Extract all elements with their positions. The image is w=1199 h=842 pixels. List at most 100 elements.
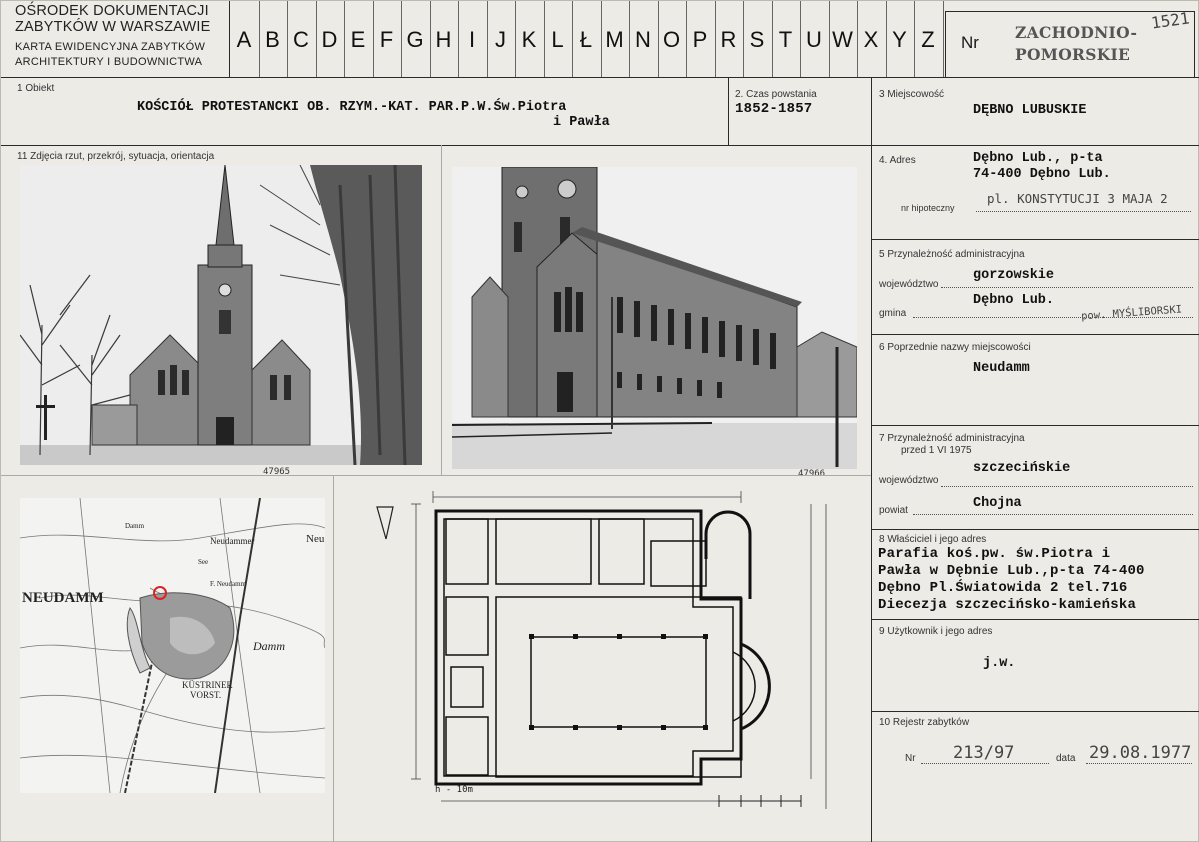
alphabet-divider <box>629 1 630 77</box>
alphabet-letter: M <box>605 27 624 52</box>
mortgage-value: pl. KONSTYTUCJI 3 MAJA 2 <box>987 191 1168 206</box>
alphabet-letter: F <box>379 27 394 52</box>
voivodeship-value: gorzowskie <box>973 268 1055 283</box>
map-label-kustriner: KÜSTRINER <box>182 680 233 690</box>
location-map: NEUDAMM Neudammer Neu Damm KÜSTRINER VOR… <box>20 498 325 793</box>
user-label: 9 Użytkownik i jego adres <box>879 626 993 637</box>
alphabet-letter: G <box>406 27 424 52</box>
alphabet-letter: I <box>468 27 476 52</box>
alphabet-divider <box>401 1 402 77</box>
previous-names-label: 6 Poprzednie nazwy miejscowości <box>879 342 1031 353</box>
powiat-note: pow. MYŚLIBORSKI <box>1080 303 1183 323</box>
map-label-vorst: VORST. <box>190 690 221 700</box>
card-type-line1: KARTA EWIDENCYJNA ZABYTKÓW <box>15 41 206 53</box>
owner-line3: Dębno Pl.Światowida 2 tel.716 <box>878 580 1128 596</box>
card-number: 1521 <box>1149 8 1191 33</box>
alphabet-divider <box>942 1 944 77</box>
photo2-id: 47966 <box>798 469 826 479</box>
alphabet-divider <box>258 1 260 77</box>
admin-label: 5 Przynależność administracyjna <box>879 249 1025 260</box>
alphabet-divider <box>771 1 773 77</box>
owner-line2: Pawła w Dębnie Lub.,p-ta 74-400 <box>878 563 1145 579</box>
alphabet-letter: S <box>749 27 765 52</box>
alphabet-divider <box>429 1 431 77</box>
alphabet-letter: Ł <box>579 27 593 52</box>
alphabet-letter: D <box>321 27 338 52</box>
alphabet-divider <box>486 1 488 77</box>
register-date-value: 29.08.1977 <box>1089 743 1192 763</box>
address-line2: 74-400 Dębno Lub. <box>973 167 1111 182</box>
powiat-value: Chojna <box>973 496 1022 511</box>
alphabet-divider <box>714 1 716 77</box>
voivodeship-label: województwo <box>879 279 939 290</box>
alphabet-divider <box>315 1 317 77</box>
photos-label: 11 Zdjęcia rzut, przekrój, sytuacja, ori… <box>17 151 215 162</box>
nr-label: Nr <box>961 33 979 52</box>
church-photo-side <box>452 167 857 469</box>
alphabet-divider <box>828 1 830 77</box>
alphabet-divider <box>543 1 545 77</box>
voivodeship-before-value: szczecińskie <box>973 461 1071 476</box>
alphabet-letter: U <box>806 27 822 52</box>
alphabet-divider <box>572 1 573 77</box>
alphabet-divider <box>344 1 345 77</box>
admin-before-label2: przed 1 VI 1975 <box>901 445 972 456</box>
alphabet-letter: L <box>551 27 564 52</box>
alphabet-divider <box>372 1 374 77</box>
register-label: 10 Rejestr zabytków <box>879 717 970 728</box>
alphabet-letter: O <box>662 27 681 52</box>
user-value: j.w. <box>983 656 1016 671</box>
object-label: 1 Obiekt <box>17 83 55 94</box>
alphabet-letter: C <box>293 27 309 52</box>
register-nr-value: 213/97 <box>953 743 1015 763</box>
alphabet-divider <box>600 1 602 77</box>
alphabet-letter: N <box>635 27 651 52</box>
alphabet-divider <box>800 1 801 77</box>
alphabet-divider <box>885 1 887 77</box>
alphabet-letter: P <box>692 27 708 52</box>
powiat-label: powiat <box>879 505 908 516</box>
address-line1: Dębno Lub., p-ta <box>973 151 1103 166</box>
alphabet-letter: A <box>236 27 252 52</box>
owner-label: 8 Właściciel i jego adres <box>879 534 987 545</box>
owner-line1: Parafia koś.pw. św.Piotra i <box>878 546 1111 562</box>
alphabet-letter: R <box>720 27 737 52</box>
floor-plan: h - 10m <box>341 479 866 814</box>
map-label-neudamm: NEUDAMM <box>22 590 104 606</box>
mortgage-label: nr hipoteczny <box>901 203 955 213</box>
alphabet-divider <box>458 1 459 77</box>
alphabet-letter: X <box>863 27 879 52</box>
register-date-label: data <box>1056 753 1076 764</box>
map-label-see: See <box>198 558 208 566</box>
alphabet-divider <box>287 1 288 77</box>
alphabet-letter: W <box>832 27 853 52</box>
alphabet-divider <box>857 1 858 77</box>
institution-line2: ZABYTKÓW W WARSZAWIE <box>15 19 211 35</box>
card-type-line2: ARCHITEKTURY I BUDOWNICTWA <box>15 56 203 68</box>
register-nr-label: Nr <box>905 753 916 764</box>
alphabet-divider <box>914 1 915 77</box>
built-value: 1852-1857 <box>735 101 813 117</box>
map-label-f-neudamm: F. Neudamm <box>210 580 247 588</box>
alphabet-letter: Z <box>921 27 935 52</box>
alphabet-letter: J <box>495 27 506 52</box>
built-label: 2. Czas powstania <box>735 89 817 100</box>
church-photo-front <box>20 165 422 465</box>
voivodeship-before-label: województwo <box>879 475 939 486</box>
locality-value: DĘBNO LUBUSKIE <box>973 103 1087 118</box>
address-label: 4. Adres <box>879 155 916 166</box>
alphabet-letter: E <box>350 27 366 52</box>
map-label-neu: Neu <box>306 533 325 545</box>
institution-line1: OŚRODEK DOKUMENTACJI <box>15 3 209 19</box>
alphabet-divider <box>657 1 659 77</box>
locality-label: 3 Miejscowość <box>879 89 945 100</box>
object-value-line1: KOŚCIÓŁ PROTESTANCKI OB. RZYM.-KAT. PAR.… <box>137 100 567 115</box>
commune-value: Dębno Lub. <box>973 293 1055 308</box>
object-value-line2: i Pawła <box>553 115 610 130</box>
owner-line4: Diecezja szczecińsko-kamieńska <box>878 597 1137 613</box>
alphabet-divider <box>515 1 516 77</box>
alphabet-divider <box>686 1 687 77</box>
map-label-neudammer: Neudammer <box>210 536 254 546</box>
alphabet-divider <box>743 1 744 77</box>
